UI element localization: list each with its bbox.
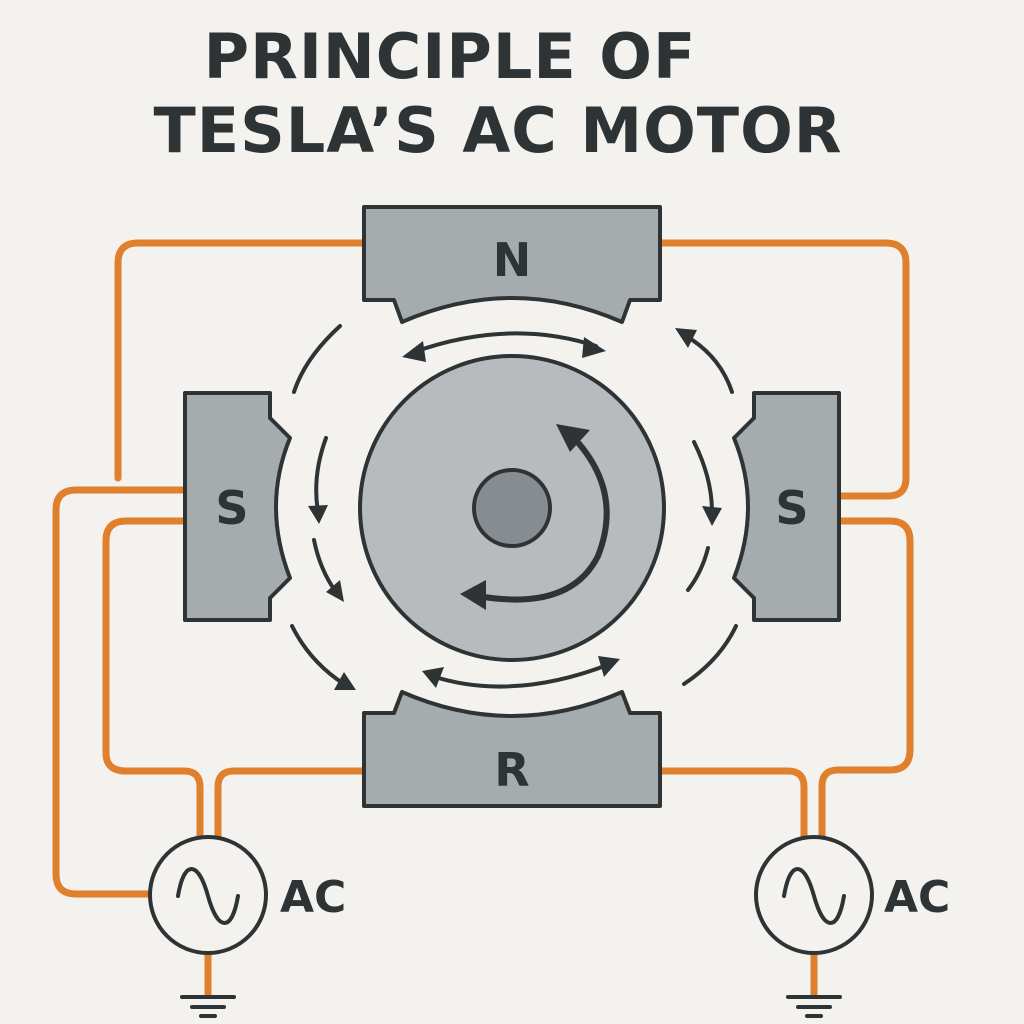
sine-wave-right-icon — [782, 867, 846, 925]
pole-label-bottom: R — [494, 743, 529, 797]
rotation-arrowhead-bottom — [460, 580, 486, 610]
rotation-arrow — [475, 433, 610, 603]
arrowhead-lower-left — [334, 672, 356, 690]
pole-top — [362, 205, 662, 324]
arrowhead-top-left — [402, 341, 426, 362]
rotation-arrowhead-top — [556, 424, 590, 452]
field-arc-upper-right — [684, 334, 734, 394]
ac-source-left: AC — [148, 835, 346, 1018]
ac-label-left: AC — [280, 872, 346, 923]
arrowhead-left-inner — [308, 505, 328, 524]
field-arc-right-inner — [692, 440, 714, 514]
wire-top-left — [114, 239, 368, 482]
arrowhead-top-right — [582, 337, 606, 358]
field-arc-upper-left — [292, 324, 342, 394]
pole-left — [183, 391, 292, 622]
wire-left-s-inner — [102, 517, 204, 842]
rotor — [358, 354, 666, 662]
ground-right-icon — [786, 995, 842, 1018]
field-arc-left-lower — [312, 538, 338, 594]
pole-right — [732, 391, 841, 622]
field-arc-left-inner — [314, 436, 328, 514]
ground-left-icon — [180, 995, 236, 1018]
magnetic-field-arrows — [290, 324, 738, 690]
arrowhead-bottom-right — [598, 656, 620, 677]
ac-label-right: AC — [884, 872, 950, 923]
field-arc-bottom — [430, 662, 612, 689]
title-line-2: TESLA’S AC MOTOR — [153, 94, 842, 167]
field-arc-right-lower — [686, 546, 710, 592]
title: PRINCIPLE OF TESLA’S AC MOTOR — [153, 20, 842, 167]
field-arc-top — [412, 331, 598, 354]
stator-poles: N S S R — [183, 205, 841, 808]
wiring — [52, 239, 914, 999]
wire-right-s-inner — [818, 517, 914, 842]
pole-label-left: S — [215, 481, 248, 535]
wire-bottom-left — [214, 767, 368, 842]
title-line-1: PRINCIPLE OF — [204, 20, 697, 93]
ac-source-right: AC — [754, 835, 950, 1018]
wire-bottom-right — [656, 767, 808, 842]
field-arc-lower-left — [290, 624, 346, 686]
wire-top-right — [656, 239, 910, 500]
pole-label-right: S — [775, 481, 808, 535]
arrowhead-upper-right — [675, 328, 697, 348]
pole-bottom — [362, 690, 662, 808]
wire-left-s-outer — [52, 486, 188, 898]
rotor-shaft — [472, 468, 552, 548]
pole-label-top: N — [493, 233, 532, 287]
arrowhead-left-lower — [326, 580, 344, 602]
arrowhead-bottom-left — [422, 667, 444, 688]
arrowhead-right-inner — [702, 506, 722, 526]
sine-wave-left-icon — [176, 867, 240, 925]
field-arc-lower-right — [682, 624, 738, 686]
